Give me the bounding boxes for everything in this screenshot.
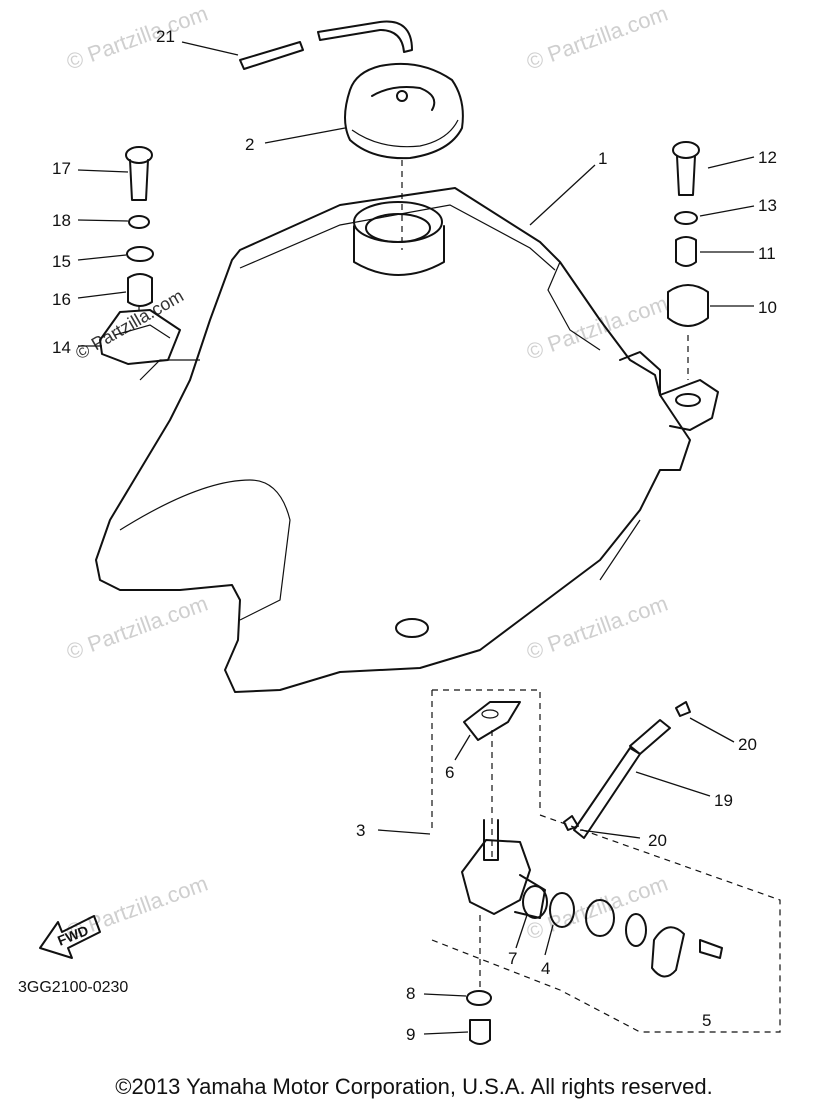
callout-17: 17 — [52, 159, 71, 178]
watermark: © Partzilla.com — [523, 1, 671, 75]
fuel-hose-part-19[interactable] — [573, 719, 671, 839]
callout-13: 13 — [758, 196, 777, 215]
watermark: © Partzilla.com — [63, 591, 211, 665]
o-ring-part-4[interactable] — [549, 892, 575, 928]
leader-line — [635, 771, 711, 797]
fuel-cap-part[interactable] — [344, 62, 464, 160]
damper-part-14[interactable] — [99, 309, 181, 365]
leader-lines — [77, 41, 755, 347]
leader-line — [515, 914, 528, 949]
callout-20: 20 — [738, 735, 757, 754]
collar-part-11[interactable] — [675, 236, 697, 267]
leader-line — [423, 993, 467, 997]
washer-part-13[interactable] — [674, 211, 698, 225]
damper-part-10[interactable] — [667, 284, 709, 327]
hose-clip-part-20[interactable] — [675, 701, 691, 717]
leader-line — [423, 1031, 469, 1035]
callout-19: 19 — [714, 791, 733, 810]
callout-15: 15 — [52, 252, 71, 271]
copyright-notice: ©2013 Yamaha Motor Corporation, U.S.A. A… — [115, 1074, 713, 1099]
collar-part-15[interactable] — [126, 246, 154, 262]
washer-part-8[interactable] — [466, 990, 492, 1006]
callout-3: 3 — [356, 821, 365, 840]
bolt-part-12[interactable] — [672, 141, 700, 196]
callout-7: 7 — [508, 949, 517, 968]
assembly-box — [431, 814, 781, 1033]
callout-labels: 1 2 3 4 5 6 7 8 9 10 11 12 13 14 15 16 1… — [52, 27, 777, 1044]
callout-21: 21 — [156, 27, 175, 46]
washer-part-18[interactable] — [128, 215, 150, 229]
leader-line — [529, 164, 596, 226]
watermark: © Partzilla.com — [63, 1, 211, 75]
leader-line — [454, 734, 471, 761]
leader-line — [544, 924, 554, 956]
callout-11: 11 — [758, 244, 776, 263]
callout-9: 9 — [406, 1025, 415, 1044]
hose-clip-part-20[interactable] — [563, 815, 579, 831]
watermarks: © Partzilla.com © Partzilla.com © Partzi… — [63, 1, 671, 945]
callout-1: 1 — [598, 149, 607, 168]
leader-line — [377, 829, 431, 835]
gasket-part-6[interactable] — [463, 701, 521, 741]
assembly-box — [431, 689, 541, 830]
callout-2: 2 — [245, 135, 254, 154]
screw-part-9[interactable] — [469, 1019, 491, 1045]
callout-8: 8 — [406, 984, 415, 1003]
collar-part-16[interactable] — [127, 273, 153, 307]
callout-10: 10 — [758, 298, 777, 317]
lever-part-5[interactable] — [585, 899, 723, 978]
callout-14: 14 — [52, 338, 71, 357]
watermark: © Partzilla.com — [523, 291, 671, 365]
callout-6: 6 — [445, 763, 454, 782]
callout-16: 16 — [52, 290, 71, 309]
leader-line — [689, 717, 735, 743]
fuel-cock-part-3[interactable] — [461, 819, 546, 919]
fuel-tank-part[interactable] — [95, 187, 719, 693]
callout-5: 5 — [702, 1011, 711, 1030]
callout-12: 12 — [758, 148, 777, 167]
o-ring-part-7[interactable] — [522, 885, 548, 919]
callout-20: 20 — [648, 831, 667, 850]
diagram-code: 3GG2100-0230 — [18, 979, 128, 996]
callout-18: 18 — [52, 211, 71, 230]
leader-line — [579, 829, 641, 839]
callout-4: 4 — [541, 959, 550, 978]
bolt-part-17[interactable] — [125, 146, 153, 201]
breather-hose-part[interactable] — [239, 20, 413, 70]
